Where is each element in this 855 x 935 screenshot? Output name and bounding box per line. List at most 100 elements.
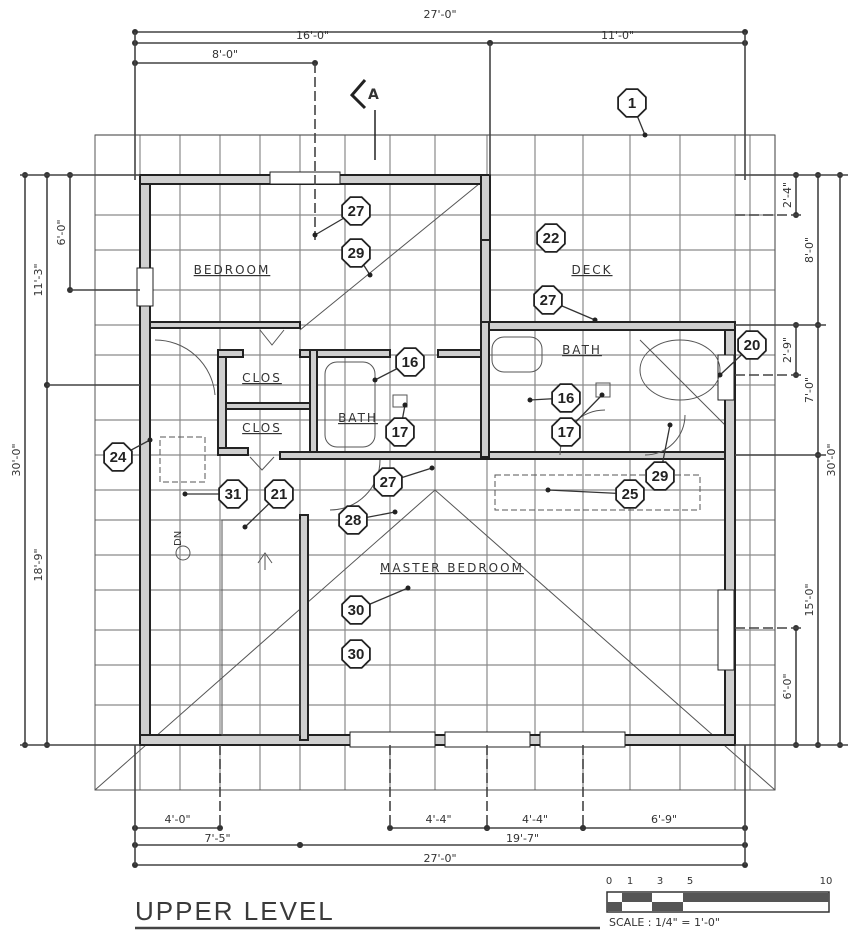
callout-21: 21 [242,479,294,530]
dimension-tick [387,825,393,831]
dimension-label: 7'-0" [803,377,816,403]
callout-number: 17 [558,424,575,441]
dimension-label: 4'-0" [164,813,190,826]
dimension-tick [484,825,490,831]
callout-24: 24 [103,437,153,472]
callout-number: 30 [348,646,365,663]
callout-octagon [264,479,294,509]
section-label: A [368,87,379,103]
callout-octagon [615,479,645,509]
callout-30: 30 [341,585,411,625]
dimension-label: 27'-0" [423,8,456,21]
callout-30: 30 [341,639,371,669]
callout-number: 16 [558,390,575,407]
dimension-label: 4'-4" [425,813,451,826]
leader-dot [429,465,435,471]
dimension-label: 8'-0" [212,48,238,61]
callout-octagon [373,467,403,497]
leader-dot [147,437,153,443]
callout-octagon [551,383,581,413]
dimension-tick [580,825,586,831]
callout-25: 25 [545,479,645,509]
leader-dot [372,377,378,383]
callout-number: 28 [345,512,362,529]
callout-number: 22 [543,230,560,247]
callout-octagon [341,238,371,268]
callout-number: 1 [628,95,636,112]
leader-dot [527,397,533,403]
section-marker-a: A [349,79,379,160]
callout-octagon [533,285,563,315]
scale-tick-label: 1 [627,876,633,887]
callout-29: 29 [341,238,373,278]
dimension-label: 6'-0" [55,219,68,245]
interior-walls [149,321,726,741]
dimension-label: 11'-0" [601,29,634,42]
roof-framing-grid [95,134,776,790]
scale-tick-label: 0 [606,876,612,887]
dimension-label: 4'-4" [522,813,548,826]
leader-dot [545,487,551,493]
callout-octagon [385,417,415,447]
callout-20: 20 [717,330,767,378]
room-label-bedroom: BEDROOM [194,263,271,277]
callout-octagon [536,223,566,253]
roof-hip-lines [94,134,776,791]
callout-octagon [341,639,371,669]
callout-octagon [551,417,581,447]
dimension-label: 15'-0" [803,583,816,616]
dimension-label: 30'-0" [10,443,23,476]
dimension-label: 2'-9" [781,337,794,363]
callout-27: 27 [312,196,371,238]
callout-number: 24 [110,449,127,466]
leader-dot [367,272,373,278]
callout-number: 27 [540,292,557,309]
callout-octagon [617,88,647,118]
dimension-label: 30'-0" [825,443,838,476]
callout-number: 16 [402,354,419,371]
callout-17: 17 [551,392,605,447]
callout-number: 30 [348,602,365,619]
callout-octagon [341,595,371,625]
callout-number: 25 [622,486,639,503]
room-label-master-bedroom: MASTER BEDROOM [380,561,524,575]
dimension-label: 27'-0" [423,852,456,865]
callout-31: 31 [182,479,248,509]
leader-dot [242,524,248,530]
leader-dot [405,585,411,591]
drawing-title: UPPER LEVEL [135,896,335,926]
callout-number: 27 [348,203,365,220]
leader-dot [312,232,318,238]
leader-dot [592,317,598,323]
dimension-label: 6'-9" [651,813,677,826]
callout-octagon [737,330,767,360]
leader-dot [667,422,673,428]
callout-octagon [218,479,248,509]
dimension-tick [217,825,223,831]
dimension-label: 16'-0" [296,29,329,42]
leader-dot [717,372,723,378]
dimension-label: 11'-3" [32,263,45,296]
callout-28: 28 [338,505,398,535]
callout-octagon [341,196,371,226]
leader-dot [599,392,605,398]
callout-octagon [645,461,675,491]
callout-octagon [338,505,368,535]
callout-number: 21 [271,486,288,503]
callout-number: 29 [652,468,669,485]
callout-22: 22 [536,223,566,253]
callout-27: 27 [373,465,435,497]
room-label-closet-1: CLOS [242,371,282,385]
room-label-bath-master: BATH [562,343,602,357]
dimension-label: 8'-0" [803,237,816,263]
callout-1: 1 [617,88,648,138]
dimension-label: 2'-4" [781,182,794,208]
dimension-lines: 27'-0"16'-0"11'-0"8'-0"4'-0"4'-4"4'-4"6'… [10,8,848,868]
room-label-closet-2: CLOS [242,421,282,435]
leader-dot [642,132,648,138]
scale-label: SCALE : 1/4" = 1'-0" [609,916,720,929]
callout-16: 16 [527,383,581,413]
scale-tick-label: 10 [820,876,833,887]
